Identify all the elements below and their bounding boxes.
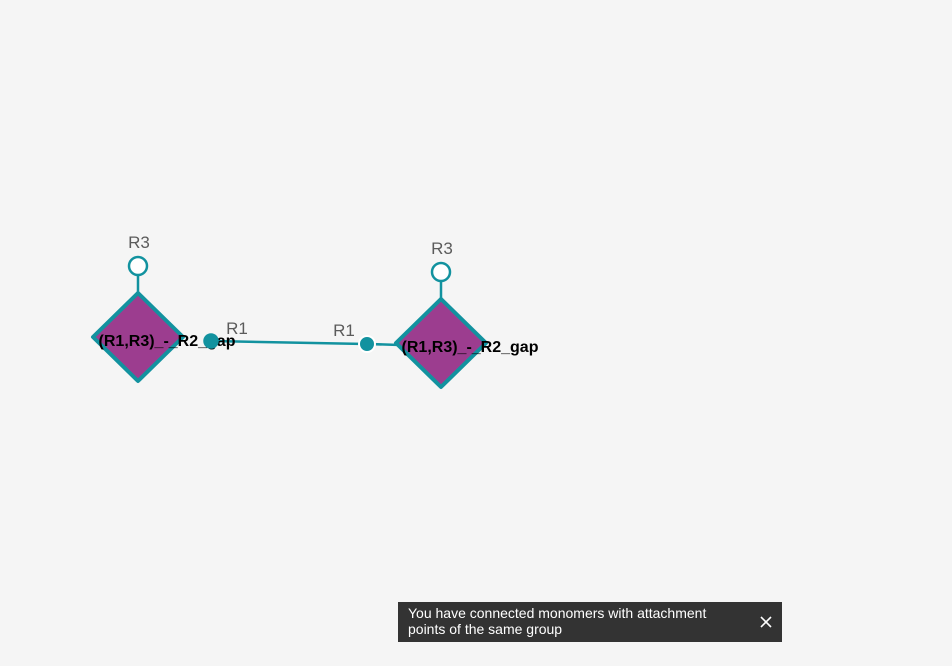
attachment-point-r1-1[interactable] — [203, 333, 219, 349]
attachment-point-r1-2[interactable] — [358, 335, 376, 353]
monomer-label-2: (R1,R3)_-_R2_gap — [402, 339, 539, 356]
monomer-diamond-2[interactable] — [394, 297, 488, 389]
attachment-point-r3-1[interactable] — [127, 255, 149, 277]
ap-label-r1-2: R1 — [333, 321, 355, 340]
ap-label-r3-1: R3 — [128, 233, 150, 252]
close-icon[interactable] — [756, 612, 776, 632]
notification-toast: You have connected monomers with attachm… — [398, 602, 782, 642]
close-icon-glyph — [760, 616, 772, 628]
monomer-2[interactable]: R3 R1 (R1,R3)_-_R2_gap — [333, 239, 539, 389]
monomer-label-1: (R1,R3)_-_R2_gap — [99, 333, 236, 350]
ap-label-r3-2: R3 — [431, 239, 453, 258]
monomer-diamond-1[interactable] — [91, 291, 185, 383]
attachment-point-r3-2[interactable] — [430, 261, 452, 283]
ap-label-r1-1: R1 — [226, 319, 248, 338]
bond-line[interactable] — [211, 339, 367, 346]
monomer-1[interactable]: R3 R1 (R1,R3)_-_R2_gap — [91, 233, 248, 383]
toast-message: You have connected monomers with attachm… — [408, 605, 707, 637]
